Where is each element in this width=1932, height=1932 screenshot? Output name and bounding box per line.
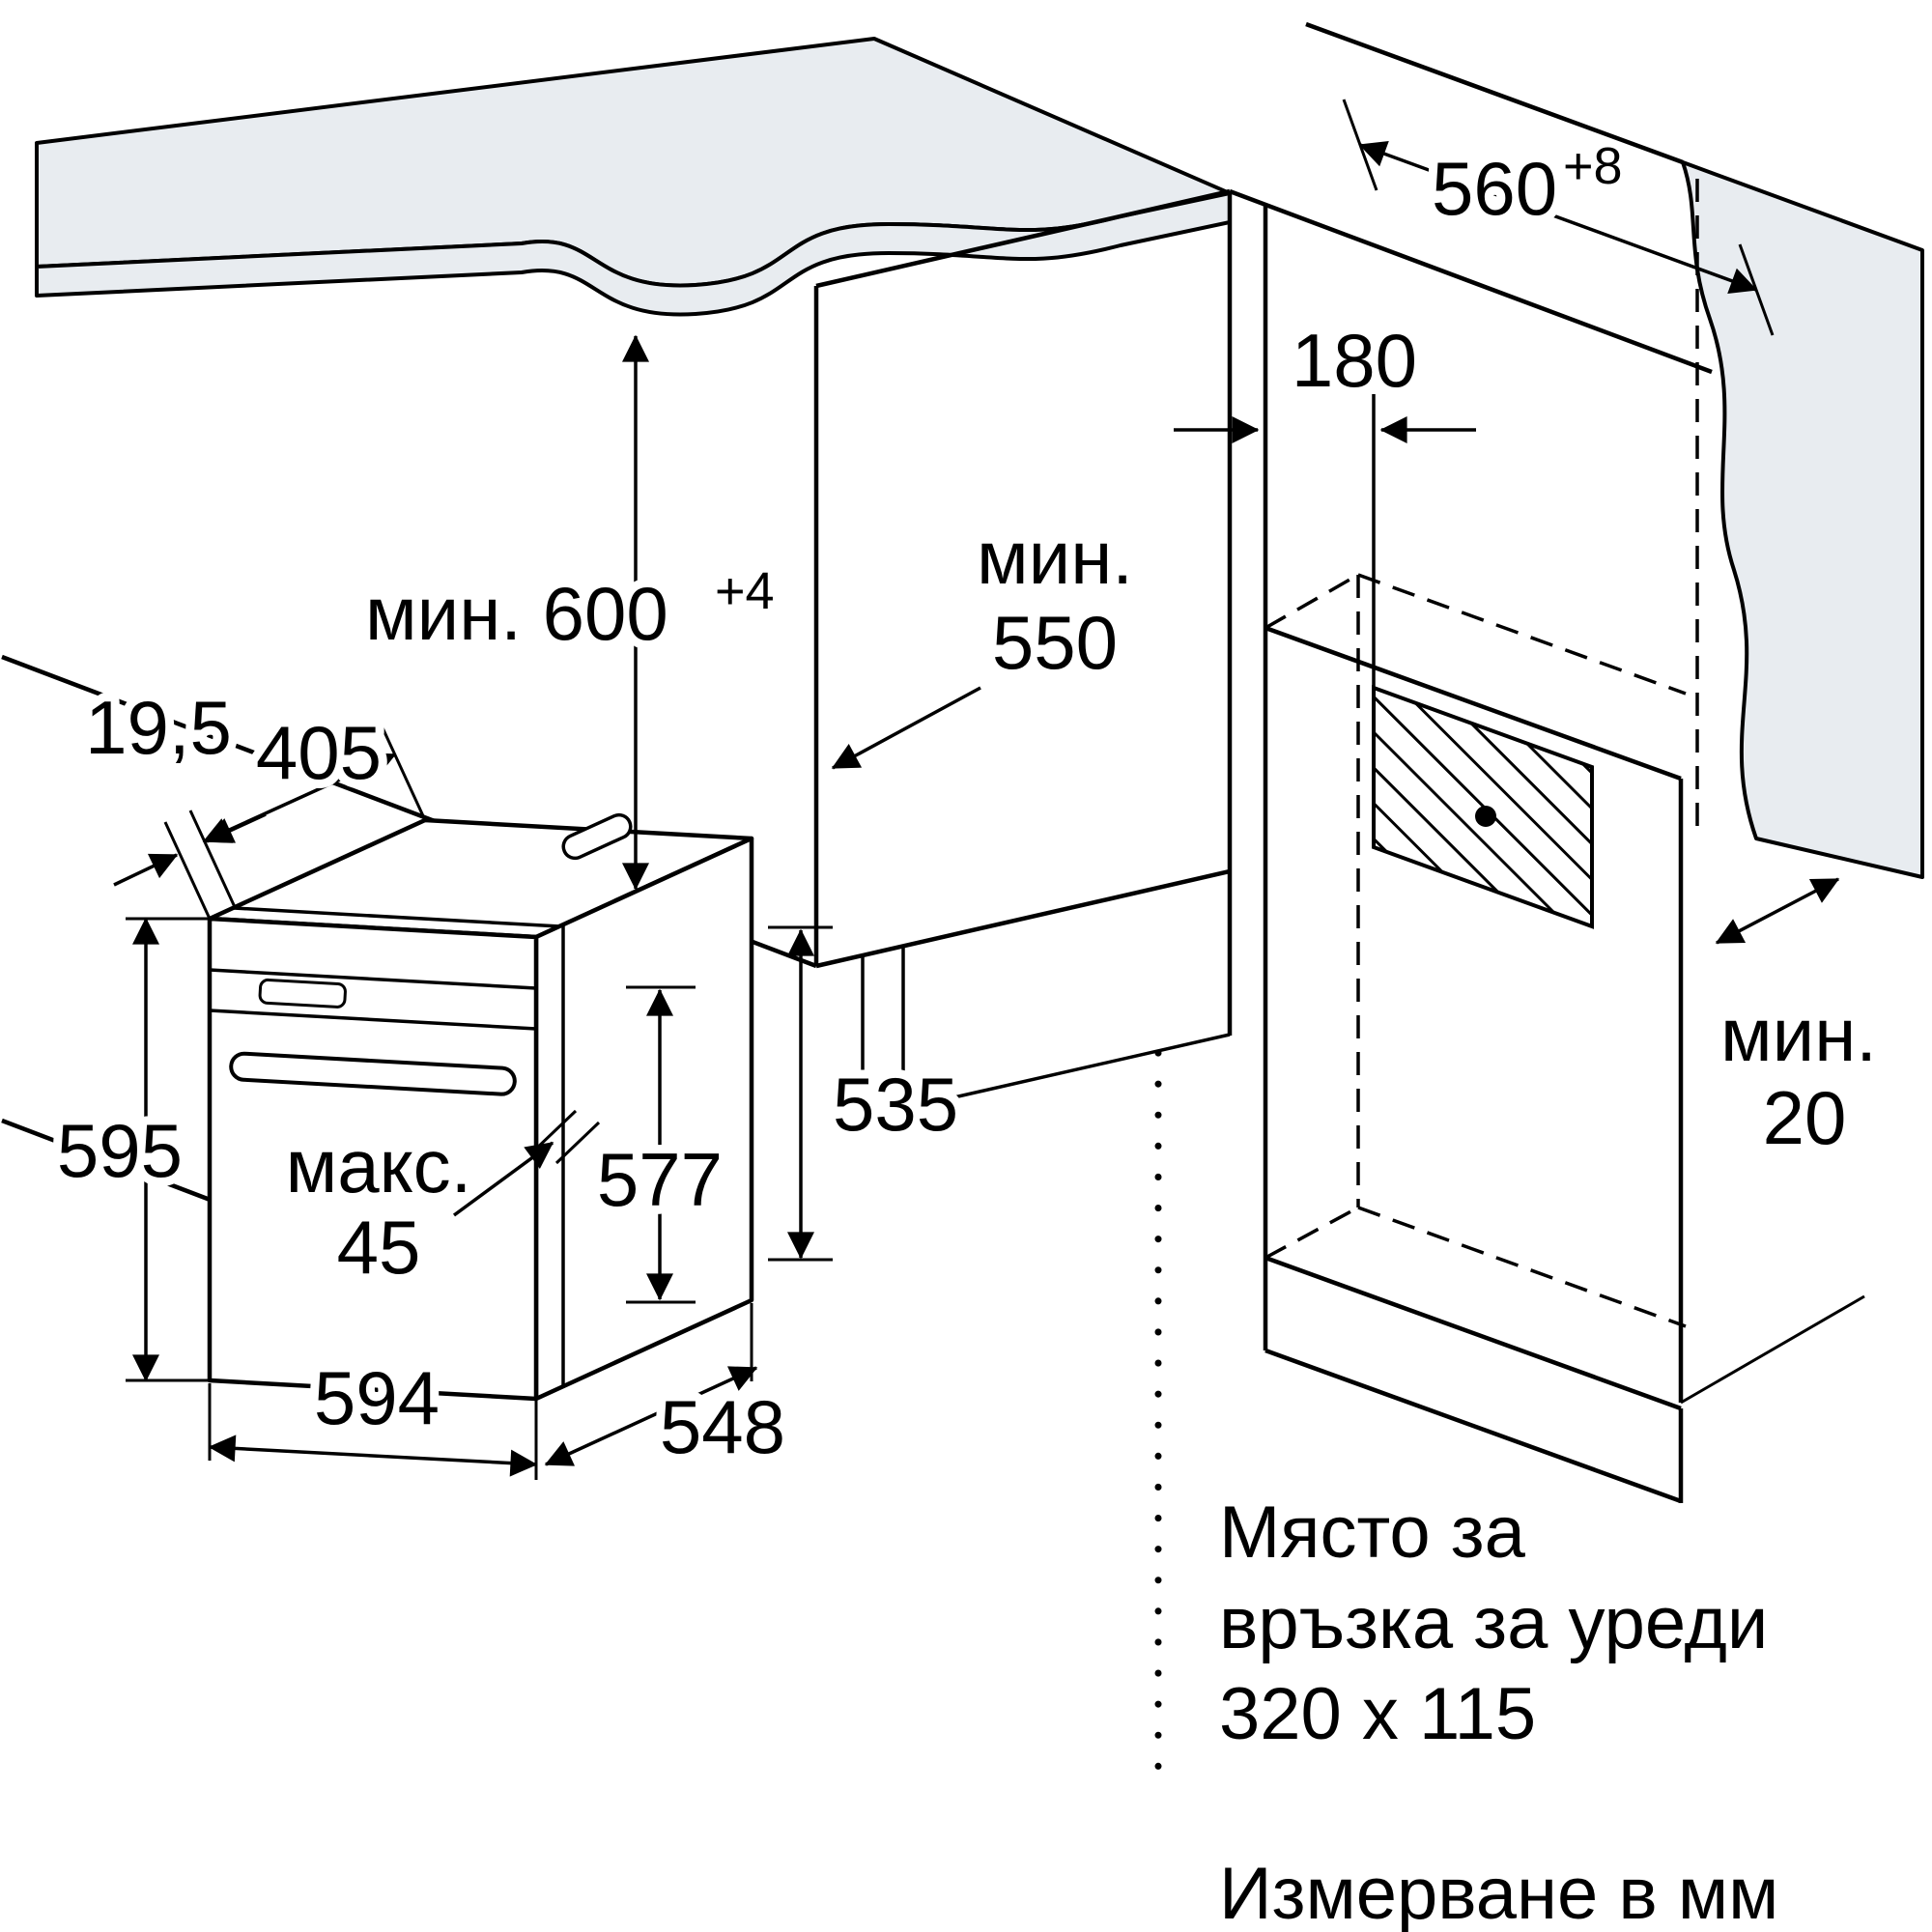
oven-display	[258, 978, 347, 1009]
oven-handle	[229, 1051, 517, 1096]
oven-front-face	[207, 916, 539, 1402]
dim-oven-rear-height: 577	[588, 985, 731, 1304]
dim-oven-top-inset: 19,5	[76, 676, 267, 920]
niche-width-tolerance: +8	[1563, 137, 1623, 195]
units-note: Измерване в мм	[1219, 1853, 1778, 1932]
oven-top-depth-value: 405	[256, 710, 382, 795]
dim-handle-depth: макс. 45	[277, 1109, 601, 1298]
rear-gap-prefix: мин.	[1720, 992, 1877, 1077]
dim-oven-height: 595	[48, 917, 210, 1382]
connection-offset-value: 180	[1292, 318, 1417, 403]
oven-side-height-value: 535	[833, 1062, 958, 1147]
rear-gap-value: 20	[1763, 1075, 1847, 1160]
dim-oven-side-height: 535	[768, 925, 967, 1262]
dim-niche-height: мин. 600 +4	[356, 334, 781, 891]
notes: Място за връзка за уреди 320 x 115 Измер…	[1219, 1492, 1778, 1932]
dim-oven-top-depth: 405	[202, 701, 427, 843]
dim-oven-depth: 548	[544, 1303, 794, 1478]
torn-wall	[1681, 160, 1924, 879]
niche-width-value: 560	[1432, 146, 1557, 231]
dim-rear-gap: мин. 20	[1712, 877, 1886, 1169]
niche-depth-prefix: мин.	[977, 515, 1133, 600]
connection-note-line1: Място за	[1219, 1492, 1526, 1574]
dim-connection-offset: 180	[1174, 309, 1476, 443]
oven-top-inset-value: 19,5	[85, 685, 232, 770]
niche-height-label: мин. 600	[365, 571, 668, 656]
oven	[207, 812, 754, 1402]
oven-width-value: 594	[314, 1355, 440, 1440]
oven-depth-value: 548	[660, 1384, 785, 1469]
handle-depth-value: 45	[337, 1205, 421, 1290]
dim-niche-depth: мин. 550	[831, 506, 1142, 770]
handle-depth-prefix: макс.	[286, 1123, 472, 1208]
oven-height-value: 595	[57, 1108, 183, 1193]
connection-note-line2: връзка за уреди	[1219, 1582, 1768, 1664]
niche-height-tolerance: +4	[715, 562, 775, 620]
appliance-niche	[1229, 21, 1865, 1504]
connection-note-line3: 320 x 115	[1219, 1673, 1536, 1755]
base-cabinet	[813, 188, 1233, 1122]
dim-oven-width: 594	[208, 1347, 538, 1480]
torn-wall-panel	[1681, 160, 1924, 879]
connection-point-dot	[1475, 806, 1496, 827]
oven-rear-height-value: 577	[597, 1137, 723, 1222]
dim-niche-width: 560 +8	[1342, 99, 1775, 336]
niche-depth-value: 550	[992, 600, 1118, 685]
connection-area	[1372, 394, 1594, 929]
countertop	[35, 37, 1232, 317]
